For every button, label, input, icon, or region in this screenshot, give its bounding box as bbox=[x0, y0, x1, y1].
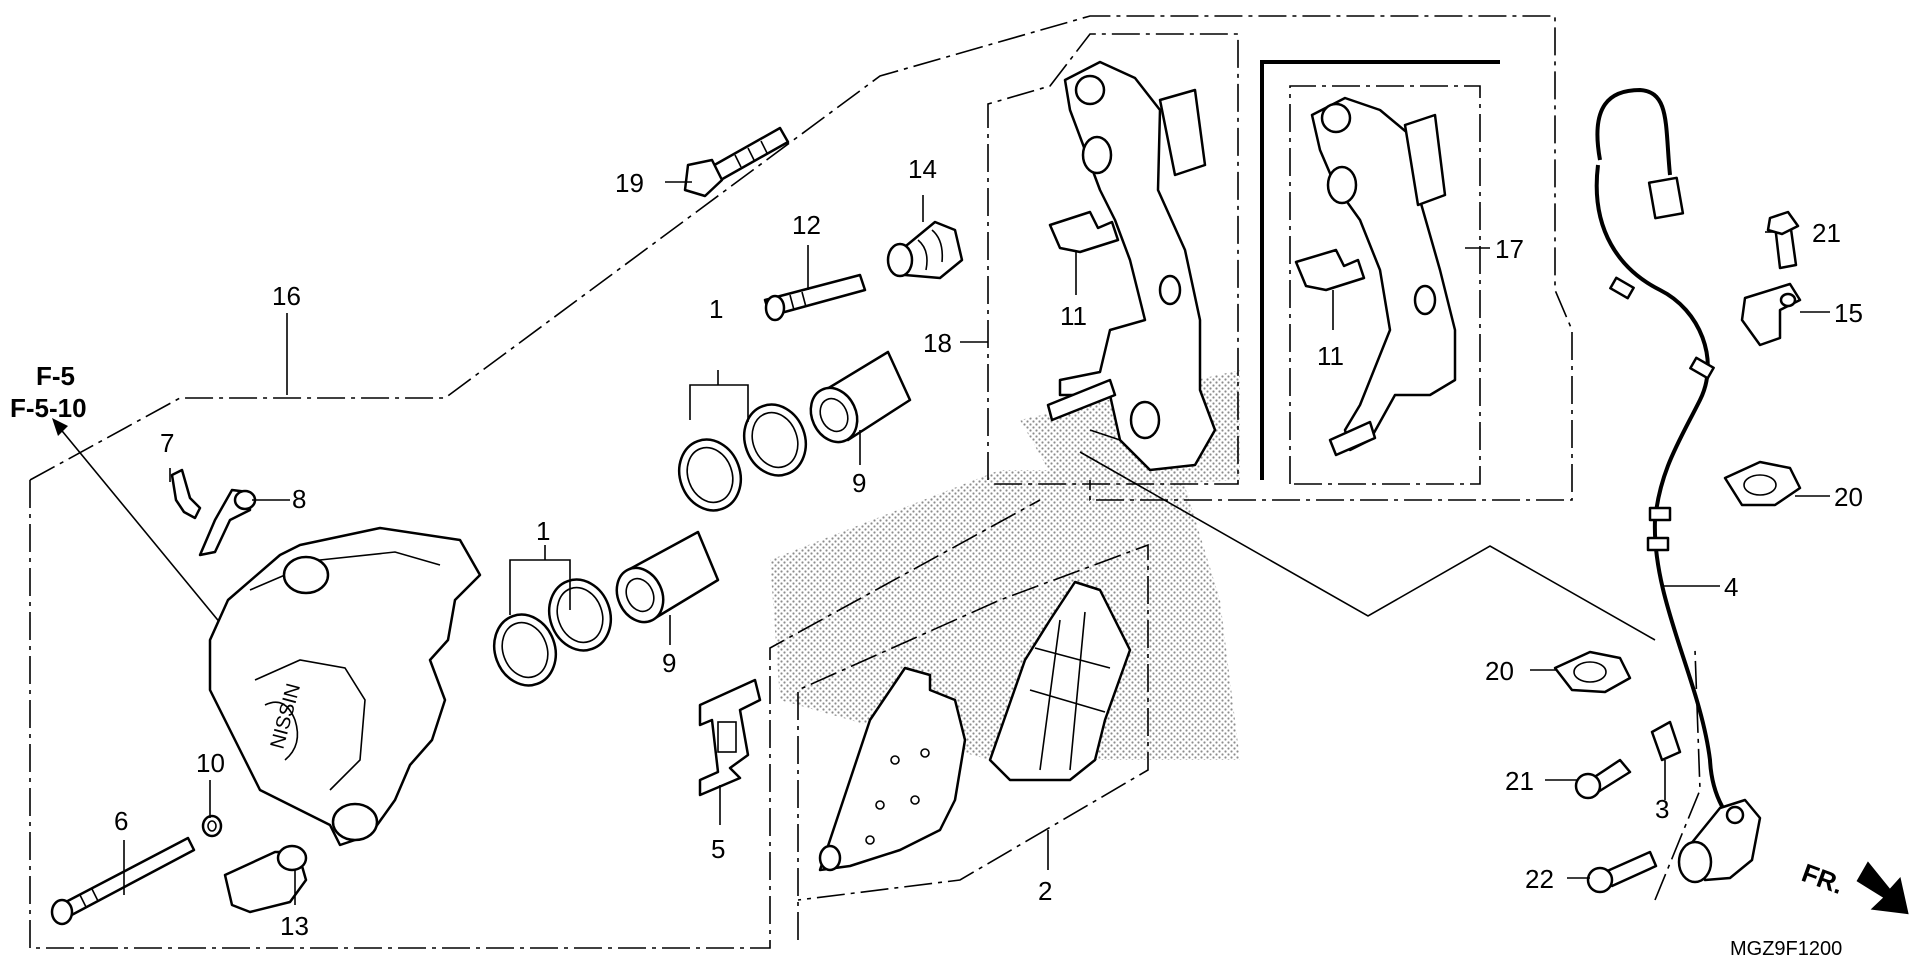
callout-11-right: 11 bbox=[1317, 341, 1344, 371]
wire-clamp bbox=[1740, 282, 1802, 347]
washer bbox=[201, 814, 223, 838]
callout-21-lower: 21 bbox=[1505, 766, 1534, 796]
pad-spring bbox=[698, 678, 762, 797]
brake-pad-inner bbox=[988, 580, 1132, 782]
wheel-speed-sensor bbox=[1677, 798, 1762, 884]
piston-seal-upper bbox=[677, 403, 808, 512]
callout-5: 5 bbox=[711, 834, 725, 864]
callout-20-lower: 20 bbox=[1485, 656, 1514, 686]
pad-retainer-17 bbox=[1294, 248, 1366, 292]
front-direction-arrow bbox=[1856, 861, 1909, 915]
callout-9-lower: 9 bbox=[662, 648, 676, 678]
callout-2: 2 bbox=[1038, 876, 1052, 906]
caliper-slide-pin bbox=[763, 273, 867, 322]
callout-6: 6 bbox=[114, 806, 128, 836]
callout-1-upper: 1 bbox=[709, 294, 723, 324]
callout-leaders bbox=[123, 181, 1830, 905]
caliper-bracket-17 bbox=[1310, 96, 1457, 457]
callout-13: 13 bbox=[280, 911, 309, 941]
callouts: 16 F-5 F-5-10 7 8 6 10 13 1 1 9 9 12 14 … bbox=[10, 154, 1863, 960]
callout-17: 17 bbox=[1495, 234, 1524, 264]
wire-grommet-lower bbox=[1553, 650, 1632, 694]
callout-19: 19 bbox=[615, 168, 644, 198]
piston-lower bbox=[615, 530, 720, 624]
wire-clip bbox=[1650, 720, 1682, 762]
wheel-speed-sensor-wire bbox=[1594, 88, 1742, 832]
callout-18: 18 bbox=[923, 328, 952, 358]
caliper-assembly-boundary bbox=[29, 15, 1573, 501]
bracket-17-frame bbox=[1260, 60, 1500, 480]
ref-label-f5-10: F-5-10 bbox=[10, 393, 87, 423]
pin-plug bbox=[223, 844, 308, 914]
callout-7: 7 bbox=[160, 428, 174, 458]
ref-label-f5: F-5 bbox=[36, 361, 75, 391]
callout-8: 8 bbox=[292, 484, 306, 514]
callout-9-upper: 9 bbox=[852, 468, 866, 498]
callout-21-upper: 21 bbox=[1812, 218, 1841, 248]
pad-boundary bbox=[797, 543, 1149, 940]
bracket-17-boundary bbox=[1289, 85, 1481, 485]
caliper-bolt bbox=[683, 126, 790, 198]
brake-pad-outer bbox=[818, 666, 967, 872]
callout-20-upper: 20 bbox=[1834, 482, 1863, 512]
callout-4: 4 bbox=[1724, 572, 1738, 602]
callout-11-left: 11 bbox=[1060, 301, 1087, 331]
wire-grommet-upper bbox=[1723, 460, 1802, 507]
bleeder-cap bbox=[198, 488, 257, 557]
bracket-18-boundary bbox=[987, 33, 1239, 485]
caliper-body: NISSIN bbox=[208, 526, 482, 847]
callout-3: 3 bbox=[1655, 794, 1669, 824]
callout-22: 22 bbox=[1525, 864, 1554, 894]
front-direction-label: FR. bbox=[1798, 857, 1848, 900]
bolt-21-upper bbox=[1766, 210, 1800, 270]
callout-16: 16 bbox=[272, 281, 301, 311]
sensor-bolt bbox=[1586, 850, 1658, 894]
callout-10: 10 bbox=[196, 748, 225, 778]
reference-arrow bbox=[52, 418, 227, 631]
callout-12: 12 bbox=[792, 210, 821, 240]
pad-pin bbox=[50, 836, 196, 926]
callout-14: 14 bbox=[908, 154, 937, 184]
callout-15: 15 bbox=[1834, 298, 1863, 328]
bleeder-valve bbox=[170, 468, 202, 520]
piston-seal-lower bbox=[492, 578, 613, 687]
pad-retainer-18 bbox=[1048, 210, 1120, 254]
assembly-leaders bbox=[1079, 429, 1656, 641]
bolt-21-lower bbox=[1574, 758, 1632, 800]
assembly-boundaries bbox=[29, 15, 1701, 949]
callout-1-lower: 1 bbox=[536, 516, 550, 546]
pin-boot bbox=[886, 220, 964, 280]
figure-code: MGZ9F1200 bbox=[1730, 938, 1842, 960]
caliper-lower-boundary bbox=[29, 480, 1041, 949]
caliper-bracket-18 bbox=[1046, 60, 1217, 472]
piston-upper bbox=[809, 350, 912, 444]
